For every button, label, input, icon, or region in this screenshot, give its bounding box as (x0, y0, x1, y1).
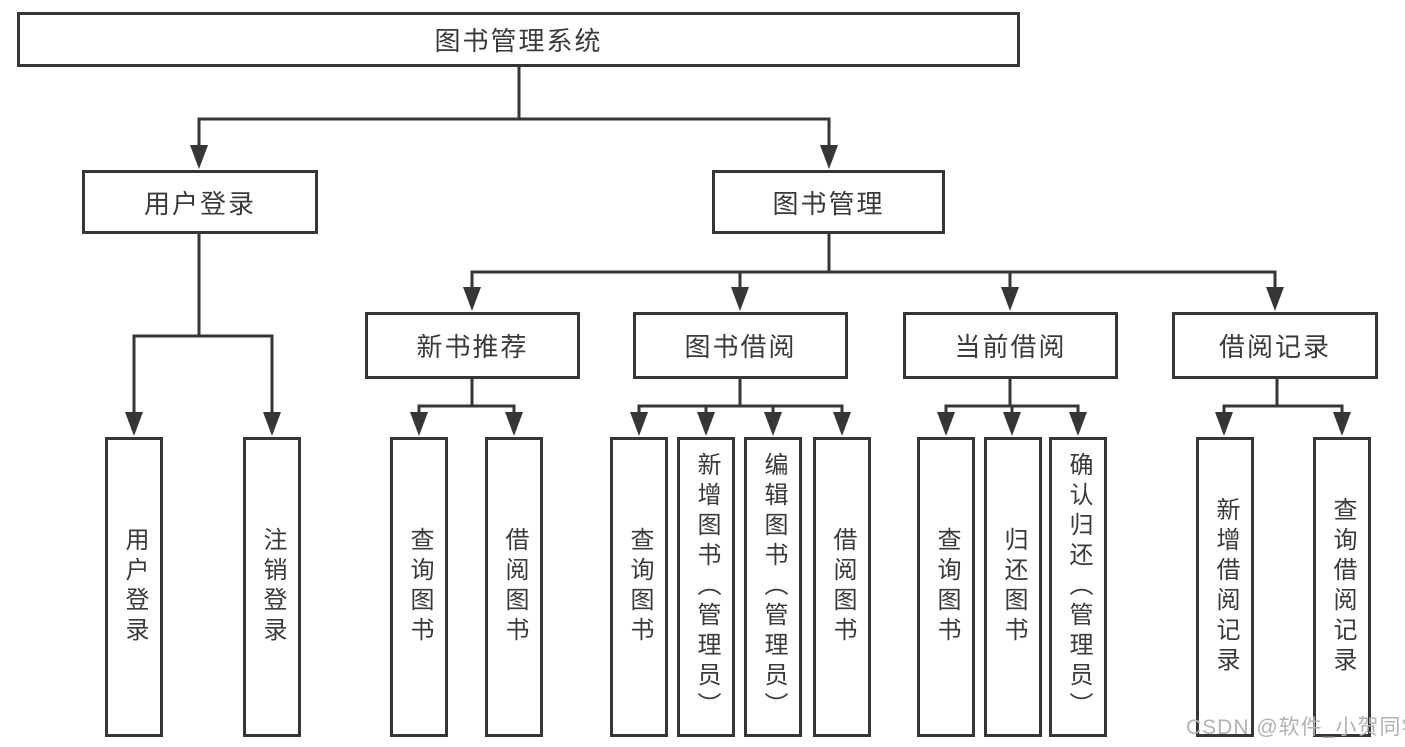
leaf-label: 新增借阅记录 (1212, 497, 1239, 677)
leaf-add-borrow-record: 新增借阅记录 (1196, 437, 1254, 737)
node-book-management: 图书管理 (712, 170, 945, 234)
leaf-add-book-admin: 新增图书（管理员） (677, 437, 735, 737)
leaf-user-login: 用户登录 (105, 437, 163, 737)
leaf-label: 编辑图书（管理员） (760, 452, 787, 722)
node-library-management-system: 图书管理系统 (17, 12, 1020, 67)
leaf-label: 查询图书 (626, 527, 653, 647)
leaf-label: 查询图书 (933, 527, 960, 647)
leaf-logout: 注销登录 (243, 437, 301, 737)
node-label: 图书管理 (772, 188, 885, 219)
leaf-borrow-books-recommend: 借阅图书 (485, 437, 543, 737)
node-book-borrow: 图书借阅 (633, 312, 848, 379)
leaf-label: 归还图书 (1000, 527, 1027, 647)
connector-user-login-branch (125, 233, 281, 436)
connector-current-borrow-branch (937, 378, 1087, 436)
connector-book-borrow-branch (630, 378, 851, 436)
leaf-label: 借阅图书 (501, 527, 528, 647)
leaf-label: 查询借阅记录 (1329, 497, 1356, 677)
leaf-label: 确认归还（管理员） (1065, 452, 1092, 722)
leaf-query-books-recommend: 查询图书 (390, 437, 448, 737)
leaf-confirm-return-admin: 确认归还（管理员） (1049, 437, 1107, 737)
node-current-borrow: 当前借阅 (903, 312, 1118, 379)
leaf-edit-book-admin: 编辑图书（管理员） (744, 437, 802, 737)
connector-new-book-branch (410, 378, 523, 436)
node-user-login: 用户登录 (82, 170, 318, 234)
leaf-query-borrow-record: 查询借阅记录 (1313, 437, 1371, 737)
node-label: 新书推荐 (416, 332, 529, 362)
node-label: 借阅记录 (1218, 332, 1331, 362)
connector-borrow-record-branch (1215, 378, 1351, 436)
node-new-book-recommend: 新书推荐 (365, 312, 580, 379)
node-label: 用户登录 (143, 188, 256, 219)
node-label: 图书借阅 (684, 332, 797, 362)
leaf-label: 查询图书 (406, 527, 433, 647)
node-borrow-record: 借阅记录 (1172, 312, 1378, 379)
leaf-query-books-current: 查询图书 (917, 437, 975, 737)
node-label: 当前借阅 (954, 332, 1067, 362)
leaf-label: 注销登录 (259, 527, 286, 647)
leaf-borrow-books-borrow: 借阅图书 (813, 437, 871, 737)
leaf-label: 新增图书（管理员） (693, 452, 720, 722)
csdn-watermark: CSDN @软件_小贺同学 (1186, 716, 1405, 739)
connector-book-management-branch (463, 233, 1284, 311)
leaf-label: 用户登录 (121, 527, 148, 647)
connector-root-to-level2 (190, 66, 838, 169)
node-label: 图书管理系统 (434, 26, 603, 56)
leaf-query-books-borrow: 查询图书 (610, 437, 668, 737)
leaf-label: 借阅图书 (829, 527, 856, 647)
leaf-return-book: 归还图书 (984, 437, 1042, 737)
